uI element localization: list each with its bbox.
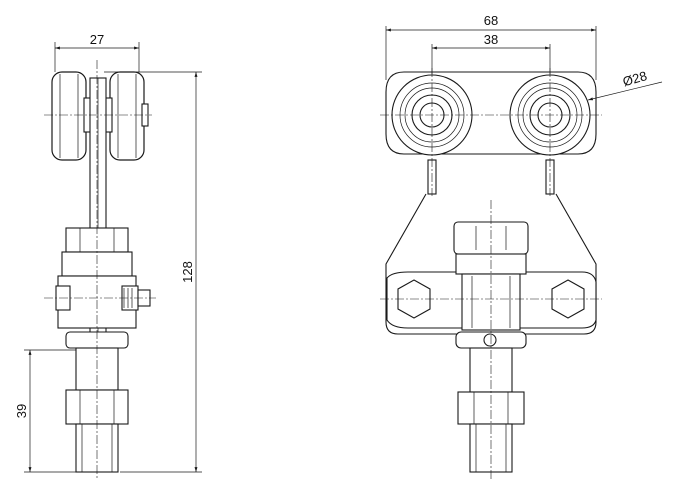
dim-side-thread: 39 <box>14 404 29 418</box>
right-wheel <box>109 71 145 161</box>
front-view <box>380 26 663 480</box>
side-view <box>24 42 202 480</box>
dim-front-axle: 38 <box>484 32 498 47</box>
dim-front-overall: 68 <box>484 13 498 28</box>
dim-side-width: 27 <box>90 32 104 47</box>
dim-side-height: 128 <box>180 261 195 283</box>
dim-wheel-diameter: Ø28 <box>621 68 649 89</box>
left-wheel <box>51 71 87 161</box>
